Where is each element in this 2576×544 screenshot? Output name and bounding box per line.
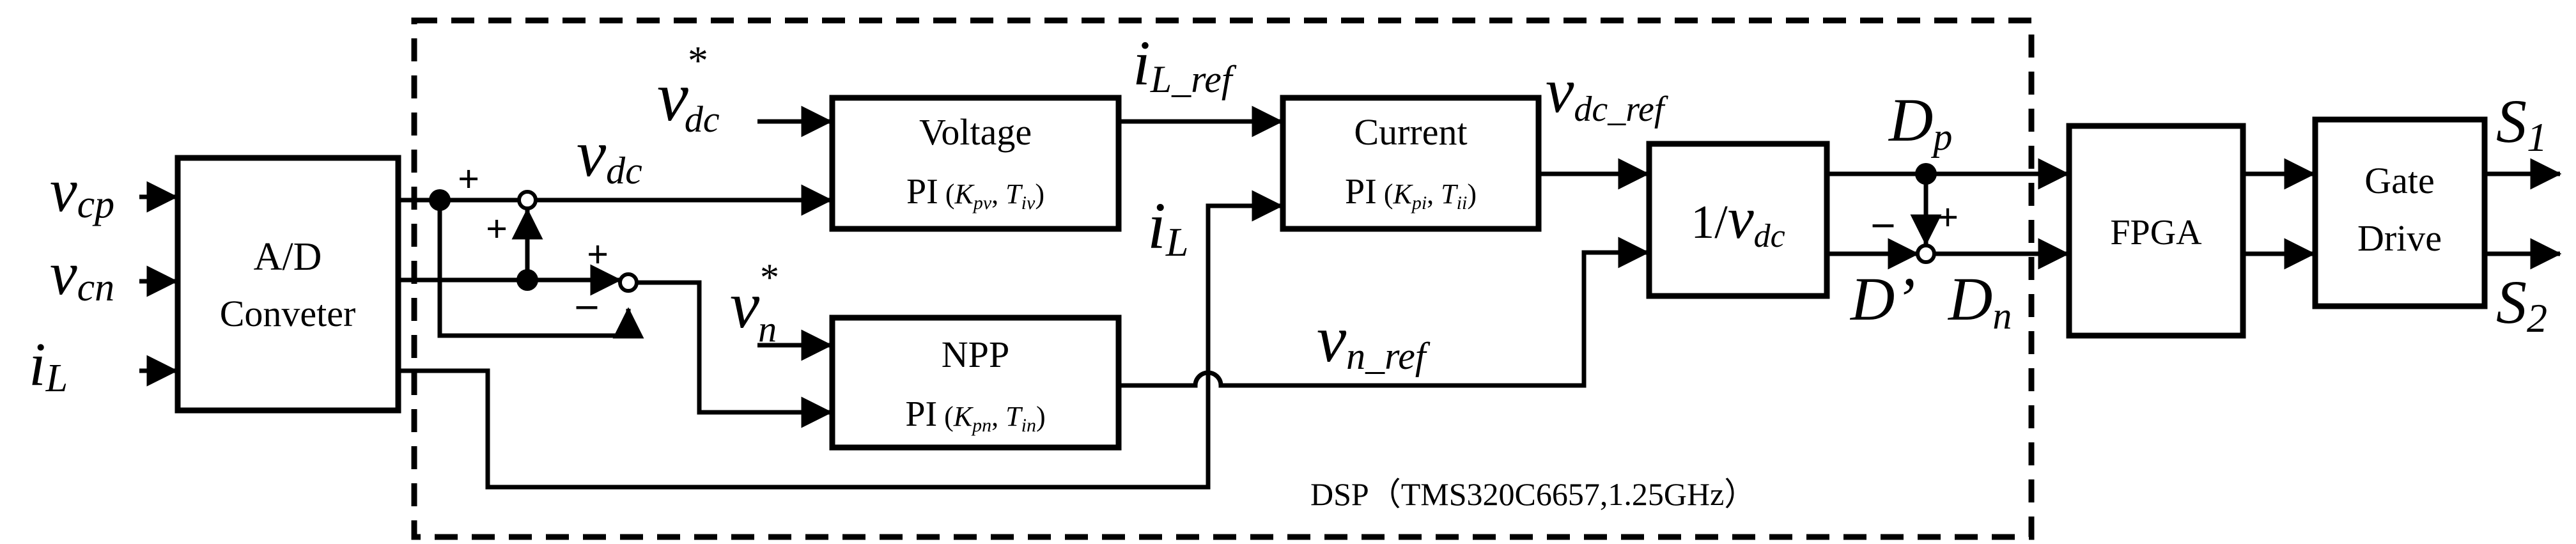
vdc-ref-label: vdc_ref [1546,55,1669,129]
voltage-pi-params: PI (Kpv, Tiv) [906,172,1044,214]
gate-drive-block: Gate Drive [2312,116,2488,309]
inverse-vdc-block: 1/vdc [1646,141,1830,299]
vcp-label: vcp [50,156,114,226]
gate-drive-title: Gate [2364,160,2435,201]
vdc-label: vdc [577,117,642,192]
inverse-vdc-label: 1/vdc [1691,185,1785,254]
voltage-pi-block: Voltage PI (Kpv, Tiv) [829,95,1122,232]
vn-star-label: v*n [730,256,777,350]
dsp-label: DSP（TMS320C6657,1.25GHz） [1310,476,1756,512]
dn-summing-junction [1916,244,1936,264]
sign-plus: + [587,233,609,276]
il-input-label: iL [29,330,68,400]
junction-dot [1915,163,1937,185]
ad-converter-block: A/D Conveter [175,155,401,414]
vdc-ref-star-label: v*dc [657,38,720,140]
vn-ref-label: vn_ref [1317,302,1431,377]
junction-dot [429,189,451,211]
s1-label: S1 [2496,87,2547,160]
vcp-to-diff-sum [437,200,644,339]
il-feedback-wire [398,190,1284,490]
current-pi-block: Current PI (Kpi, Tii) [1280,95,1542,232]
vcn-label: vcn [50,239,114,309]
sign-minus: – [576,281,598,326]
junction-dot [516,269,538,291]
dn-label: Dn [1947,265,2012,337]
current-pi-params: PI (Kpi, Tii) [1345,172,1477,214]
npp-pi-params: PI (Kpn, Tin) [905,394,1045,436]
vdc-summing-junction [517,190,538,210]
diff-to-npp-pi [637,280,833,428]
ad-converter-title: A/D [254,235,322,279]
current-title: Current [1354,111,1467,153]
dp-label: Dp [1888,86,1952,158]
ad-converter-subtitle: Conveter [220,293,356,334]
fpga-label: FPGA [2110,213,2202,253]
fpga-block: FPGA [2066,123,2246,339]
sign-plus: + [486,208,508,250]
vn-ref-wire [1119,237,1650,388]
sign-plus: + [1937,196,1959,238]
il-label: iL [1147,189,1189,265]
il-ref-label: iL_ref [1133,27,1237,100]
npp-difference-junction [618,272,639,293]
npp-pi-block: NPP PI (Kpn, Tin) [829,315,1122,451]
s2-label: S2 [2496,268,2547,341]
voltage-title: Voltage [919,111,1032,153]
sign-plus: + [458,158,479,200]
gate-drive-subtitle: Drive [2357,217,2442,259]
npp-title: NPP [942,334,1009,375]
sign-minus: – [1872,199,1894,244]
dprime-label: D’ [1849,265,1915,333]
